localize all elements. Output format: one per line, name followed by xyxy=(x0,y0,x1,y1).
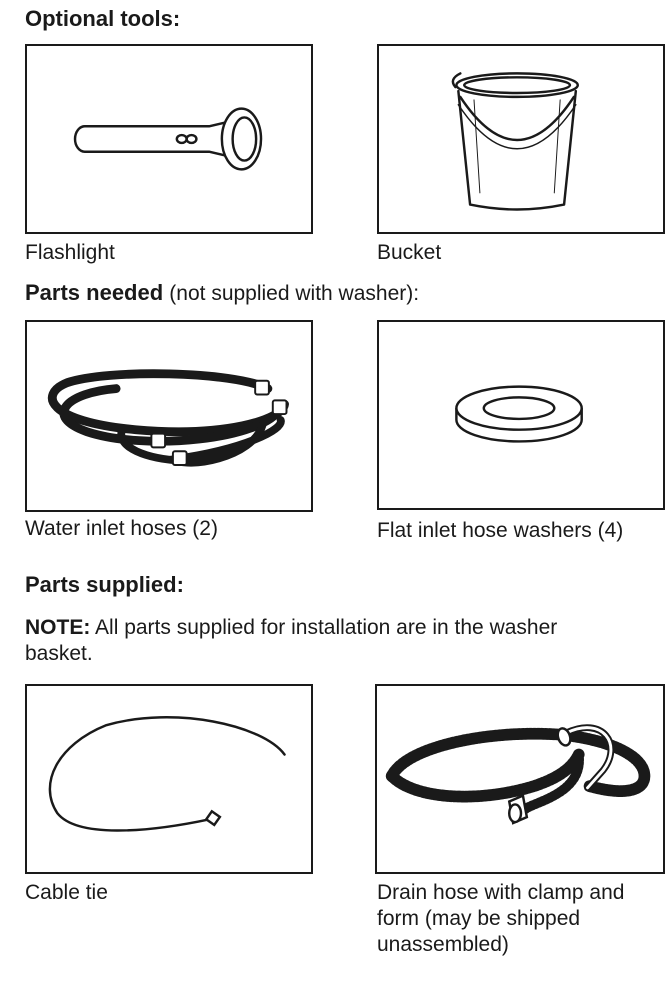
water-inlet-hoses-caption: Water inlet hoses (2) xyxy=(25,517,218,540)
drain-hose-illustration-box xyxy=(375,684,665,874)
parts-needed-subtitle: (not supplied with washer): xyxy=(169,282,420,305)
note-text: All parts supplied for installation are … xyxy=(25,616,558,665)
bucket-icon xyxy=(451,72,580,211)
parts-needed-heading: Parts needed (not supplied with washer): xyxy=(25,280,419,306)
flat-washers-caption: Flat inlet hose washers (4) xyxy=(377,519,624,542)
bucket-illustration-box xyxy=(377,44,665,234)
flat-washers-illustration-box xyxy=(377,320,665,510)
parts-needed-title: Parts needed xyxy=(25,280,164,305)
cable-tie-illustration-box xyxy=(25,684,313,874)
drain-hose-caption: Drain hose with clamp and form (may be s… xyxy=(377,881,625,956)
cable-tie-icon xyxy=(48,716,286,832)
flashlight-caption: Flashlight xyxy=(25,241,115,264)
note-label: NOTE: xyxy=(25,616,91,639)
drain-hose-icon xyxy=(385,724,651,825)
flashlight-illustration-box xyxy=(25,44,313,234)
optional-tools-heading: Optional tools: xyxy=(25,6,181,31)
water-inlet-hoses-icon xyxy=(47,369,289,467)
parts-supplied-heading: Parts supplied: xyxy=(25,572,184,597)
cable-tie-caption: Cable tie xyxy=(25,881,108,904)
water-inlet-hoses-illustration-box xyxy=(25,320,313,512)
flashlight-icon xyxy=(73,107,263,171)
flat-washer-icon xyxy=(455,385,583,443)
bucket-caption: Bucket xyxy=(377,241,442,264)
parts-supplied-note: NOTE: All parts supplied for installatio… xyxy=(25,615,625,667)
